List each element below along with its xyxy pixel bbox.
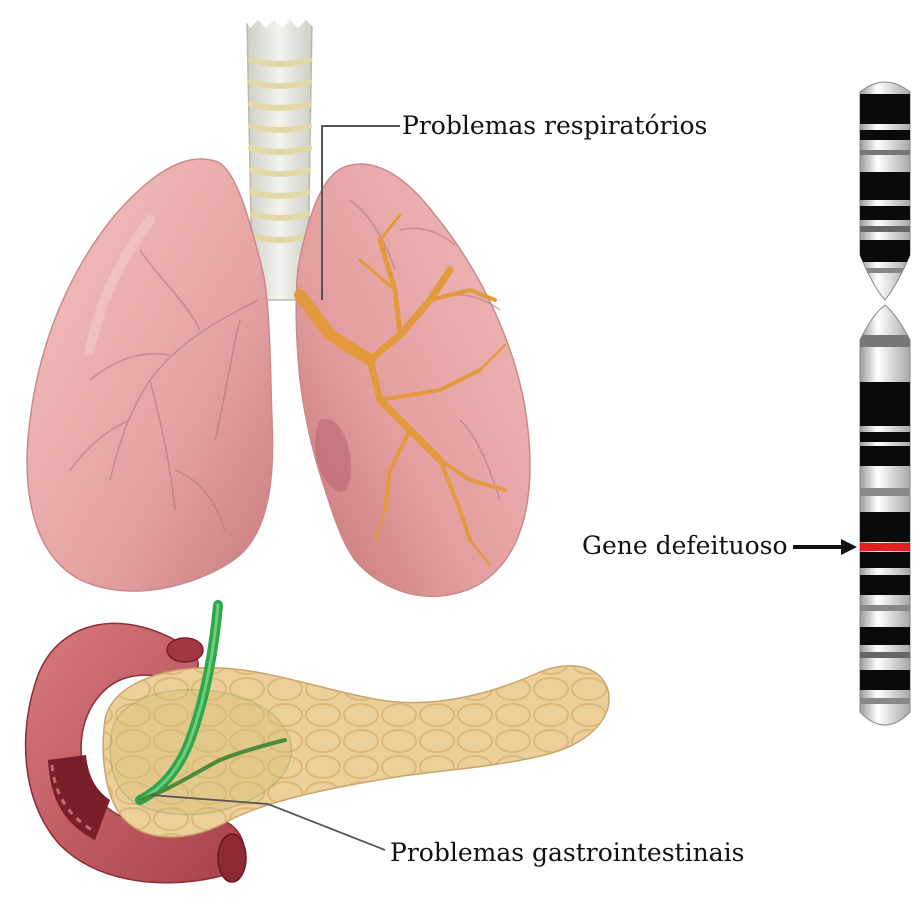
- lungs-illustration: [27, 18, 530, 596]
- respiratory-problems-label: Problemas respiratórios: [402, 113, 707, 138]
- defective-gene-label: Gene defeituoso: [582, 533, 788, 558]
- chromosome-upper-bands: [855, 94, 915, 273]
- defective-gene-band: [860, 543, 910, 551]
- gastrointestinal-problems-label: Problemas gastrointestinais: [390, 840, 744, 865]
- chromosome-illustration: [855, 82, 915, 725]
- arrow-right-icon: [793, 539, 857, 555]
